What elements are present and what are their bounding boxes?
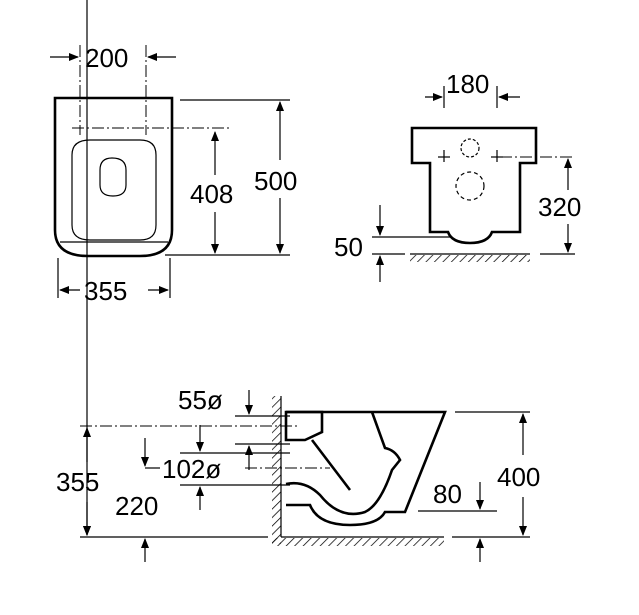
seat-opening bbox=[71, 139, 157, 241]
dim-500: 500 bbox=[254, 166, 297, 196]
dim-355-side: 355 bbox=[56, 467, 99, 497]
dim-408: 408 bbox=[190, 179, 233, 209]
dim-400: 400 bbox=[497, 462, 540, 492]
floor-hatch bbox=[272, 538, 444, 546]
bowl-side-outline bbox=[286, 410, 447, 527]
dim-220: 220 bbox=[115, 491, 158, 521]
dim-55-dia: 55ø bbox=[178, 385, 223, 415]
wall-hatch bbox=[272, 396, 281, 544]
top-view: 200 355 408 500 bbox=[50, 43, 297, 306]
dim-320: 320 bbox=[538, 192, 581, 222]
dim-50: 50 bbox=[334, 232, 363, 262]
dim-355-top: 355 bbox=[84, 276, 127, 306]
front-view: 180 320 50 bbox=[334, 69, 581, 282]
seat-outline bbox=[53, 96, 174, 258]
seat-inner-hole bbox=[99, 157, 127, 197]
dim-102-dia: 102ø bbox=[162, 454, 221, 484]
dim-180: 180 bbox=[446, 69, 489, 99]
dim-80: 80 bbox=[433, 479, 462, 509]
bowl-front-outline bbox=[410, 126, 538, 245]
side-view: 55ø 102ø 220 355 80 400 bbox=[56, 0, 540, 562]
dim-200: 200 bbox=[85, 43, 128, 73]
